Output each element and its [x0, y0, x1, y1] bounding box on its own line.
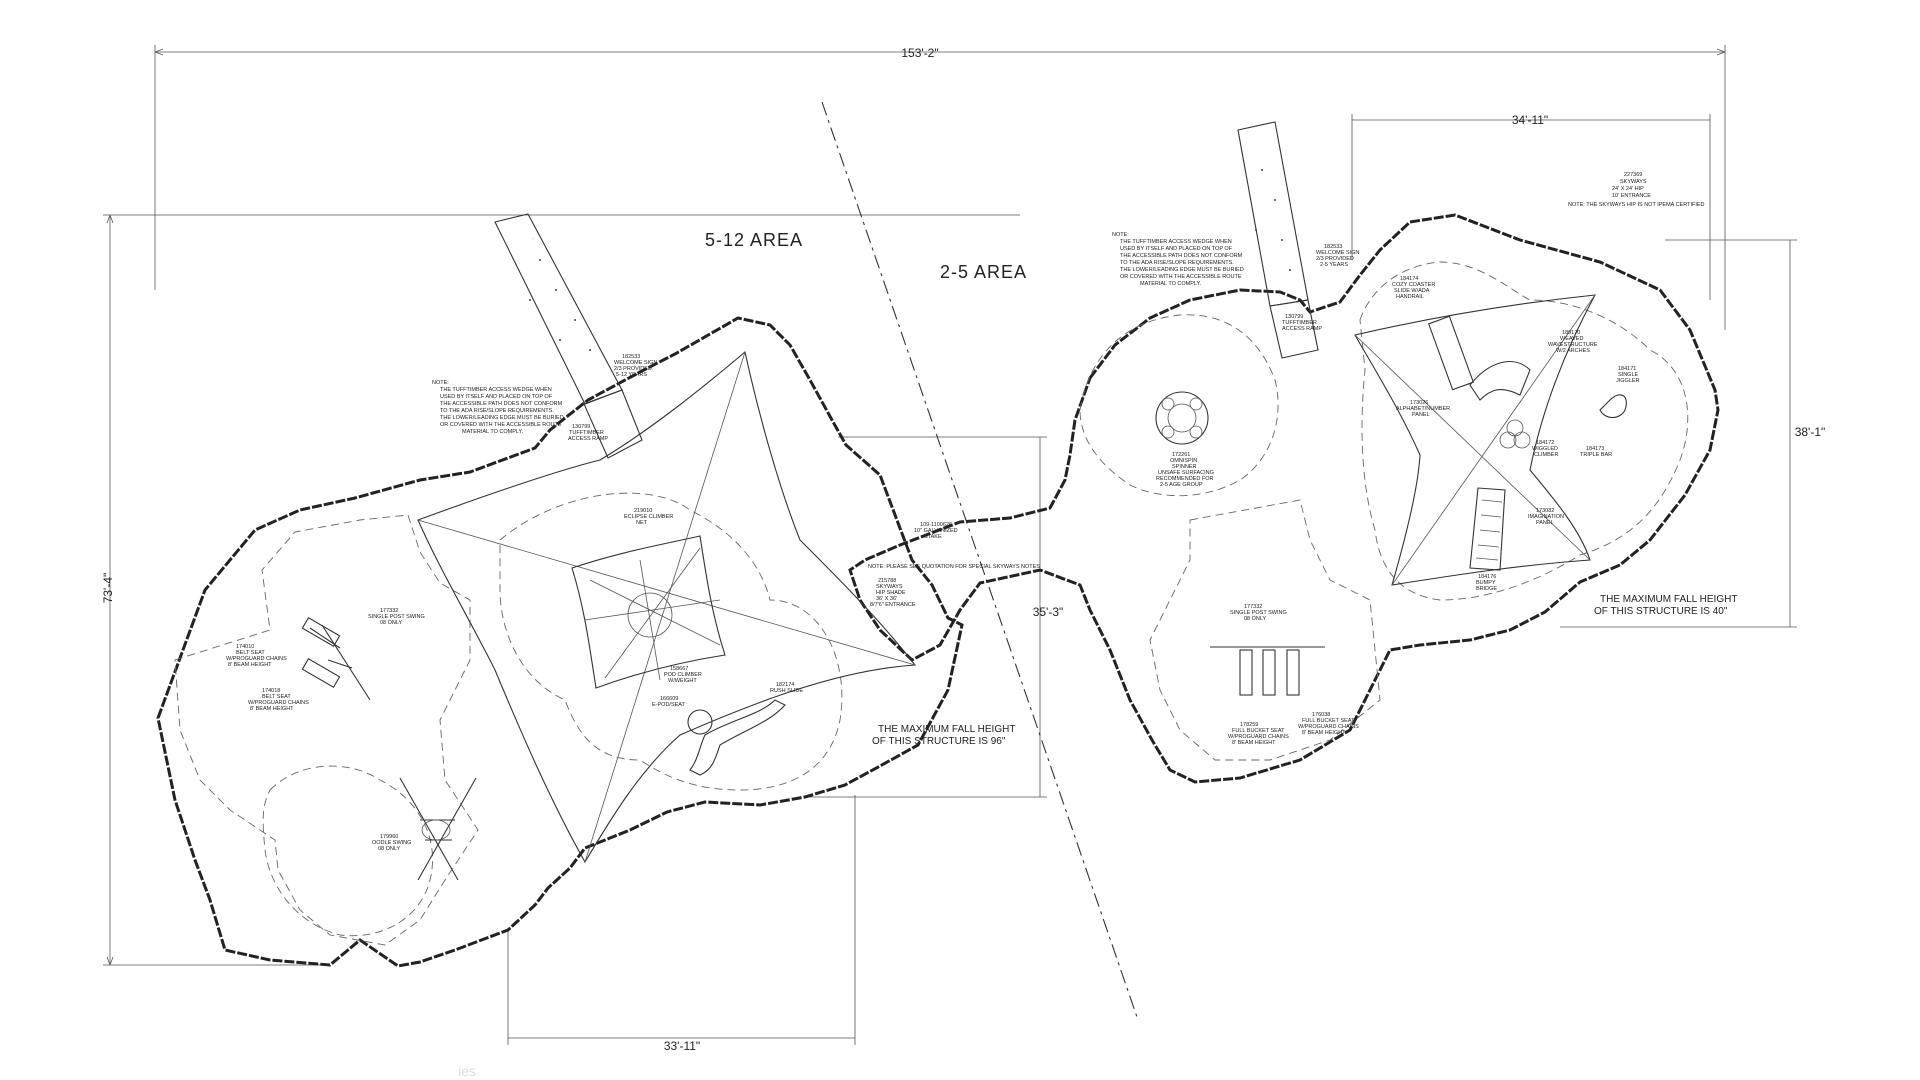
- skyways-line-2: SKYWAYS: [1620, 179, 1647, 185]
- svg-text:·: ·: [532, 236, 534, 242]
- svg-text:NOTE:THE TUFFTIMBER ACCESS WED: NOTE:THE TUFFTIMBER ACCESS WEDGE WHENUSE…: [432, 380, 564, 435]
- overall-height-label: 73'-4": [101, 573, 115, 604]
- swing-set-right: [1210, 646, 1325, 696]
- skyways-line-5: NOTE: THE SKYWAYS HIP IS NOT IPEMA CERTI…: [1568, 202, 1705, 208]
- note-left-line-7: OR COVERED WITH THE ACCESSIBLE ROUTE: [440, 422, 562, 428]
- left-playground-border: [156, 316, 964, 968]
- note-right-line-6: THE LOWER/LEADING EDGE MUST BE BURIED: [1120, 267, 1244, 273]
- note-special-skyways: NOTE: PLEASE SEE QUOTATION FOR SPECIAL S…: [868, 564, 1040, 570]
- access-ramp-right: [1237, 121, 1319, 359]
- dimension-overall-width: 153'-2": [154, 45, 1726, 330]
- note-right-line-4: THE ACCESSIBLE PATH DOES NOT CONFORM: [1120, 253, 1243, 259]
- right-width-label: 34'-11": [1512, 113, 1548, 127]
- fall-height-left-line-2: OF THIS STRUCTURE IS 96": [872, 736, 1006, 747]
- note-right-line-5: TO THE ADA RISE/SLOPE REQUIREMENTS.: [1120, 260, 1234, 266]
- area-divider-line: [821, 101, 1139, 1021]
- svg-text:NOTE:THE TUFFTIMBER ACCESS WED: NOTE:THE TUFFTIMBER ACCESS WEDGE WHENUSE…: [1112, 232, 1244, 287]
- swing-set-left: [301, 617, 371, 701]
- note-left-line-2: THE TUFFTIMBER ACCESS WEDGE WHEN: [440, 387, 552, 393]
- note-right-line-7: OR COVERED WITH THE ACCESSIBLE ROUTE: [1120, 274, 1242, 280]
- overall-width-label: 153'-2": [901, 46, 938, 60]
- skyways-line-1: 227369: [1624, 172, 1642, 178]
- note-left-line-3: USED BY ITSELF AND PLACED ON TOP OF: [440, 394, 553, 400]
- fall-height-left-line-1: THE MAXIMUM FALL HEIGHT: [878, 724, 1015, 735]
- watermark: ies: [458, 1063, 476, 1079]
- note-left-line-5: TO THE ADA RISE/SLOPE REQUIREMENTS.: [440, 408, 554, 414]
- dimension-right-height: 38'-1": [1560, 239, 1826, 628]
- left-safety-zones: [174, 492, 843, 946]
- bottom-width-label: 33'-11": [664, 1039, 700, 1053]
- note-left-line-6: THE LOWER/LEADING EDGE MUST BE BURIED: [440, 415, 564, 421]
- eclipse-climber-net: [571, 535, 726, 689]
- note-right-line-8: MATERIAL TO COMPLY.: [1140, 281, 1201, 287]
- fall-height-right-line-1: THE MAXIMUM FALL HEIGHT: [1600, 594, 1737, 605]
- middle-height-label: 35'-3": [1033, 605, 1064, 619]
- area-label-5-12: 5-12 AREA: [705, 230, 803, 250]
- fall-height-right-line-2: OF THIS STRUCTURE IS 40": [1594, 606, 1728, 617]
- play-structure-right: [1427, 315, 1627, 571]
- dimension-bottom-width: 33'-11": [507, 795, 856, 1053]
- note-right-line-3: USED BY ITSELF AND PLACED ON TOP OF: [1120, 246, 1233, 252]
- left-shade-structure: [417, 350, 917, 864]
- rush-slide: [687, 699, 786, 776]
- skyways-line-4: 10' ENTRANCE: [1612, 193, 1651, 199]
- right-safety-zones: [1079, 261, 1689, 761]
- dimension-right-width: 34'-11": [1351, 113, 1711, 300]
- oodle-swing: [399, 777, 477, 881]
- right-shade-structure: [1354, 294, 1596, 586]
- skyways-line-3: 24' X 24' HIP: [1612, 186, 1644, 192]
- note-right-line-2: THE TUFFTIMBER ACCESS WEDGE WHEN: [1120, 239, 1232, 245]
- area-label-2-5: 2-5 AREA: [940, 262, 1027, 282]
- omnispin-spinner: [1155, 391, 1209, 445]
- note-right-line-1: NOTE:: [1112, 232, 1129, 238]
- note-left-line-8: MATERIAL TO COMPLY.: [462, 429, 523, 435]
- dimension-middle-height: 35'-3": [805, 436, 1064, 798]
- right-playground-border: [848, 213, 1720, 784]
- note-left-line-1: NOTE:: [432, 380, 449, 386]
- dimension-overall-height: 73'-4": [101, 214, 1020, 966]
- note-left-line-4: THE ACCESSIBLE PATH DOES NOT CONFORM: [440, 401, 563, 407]
- right-height-label: 38'-1": [1795, 425, 1826, 439]
- access-ramp-left: ·: [494, 213, 643, 459]
